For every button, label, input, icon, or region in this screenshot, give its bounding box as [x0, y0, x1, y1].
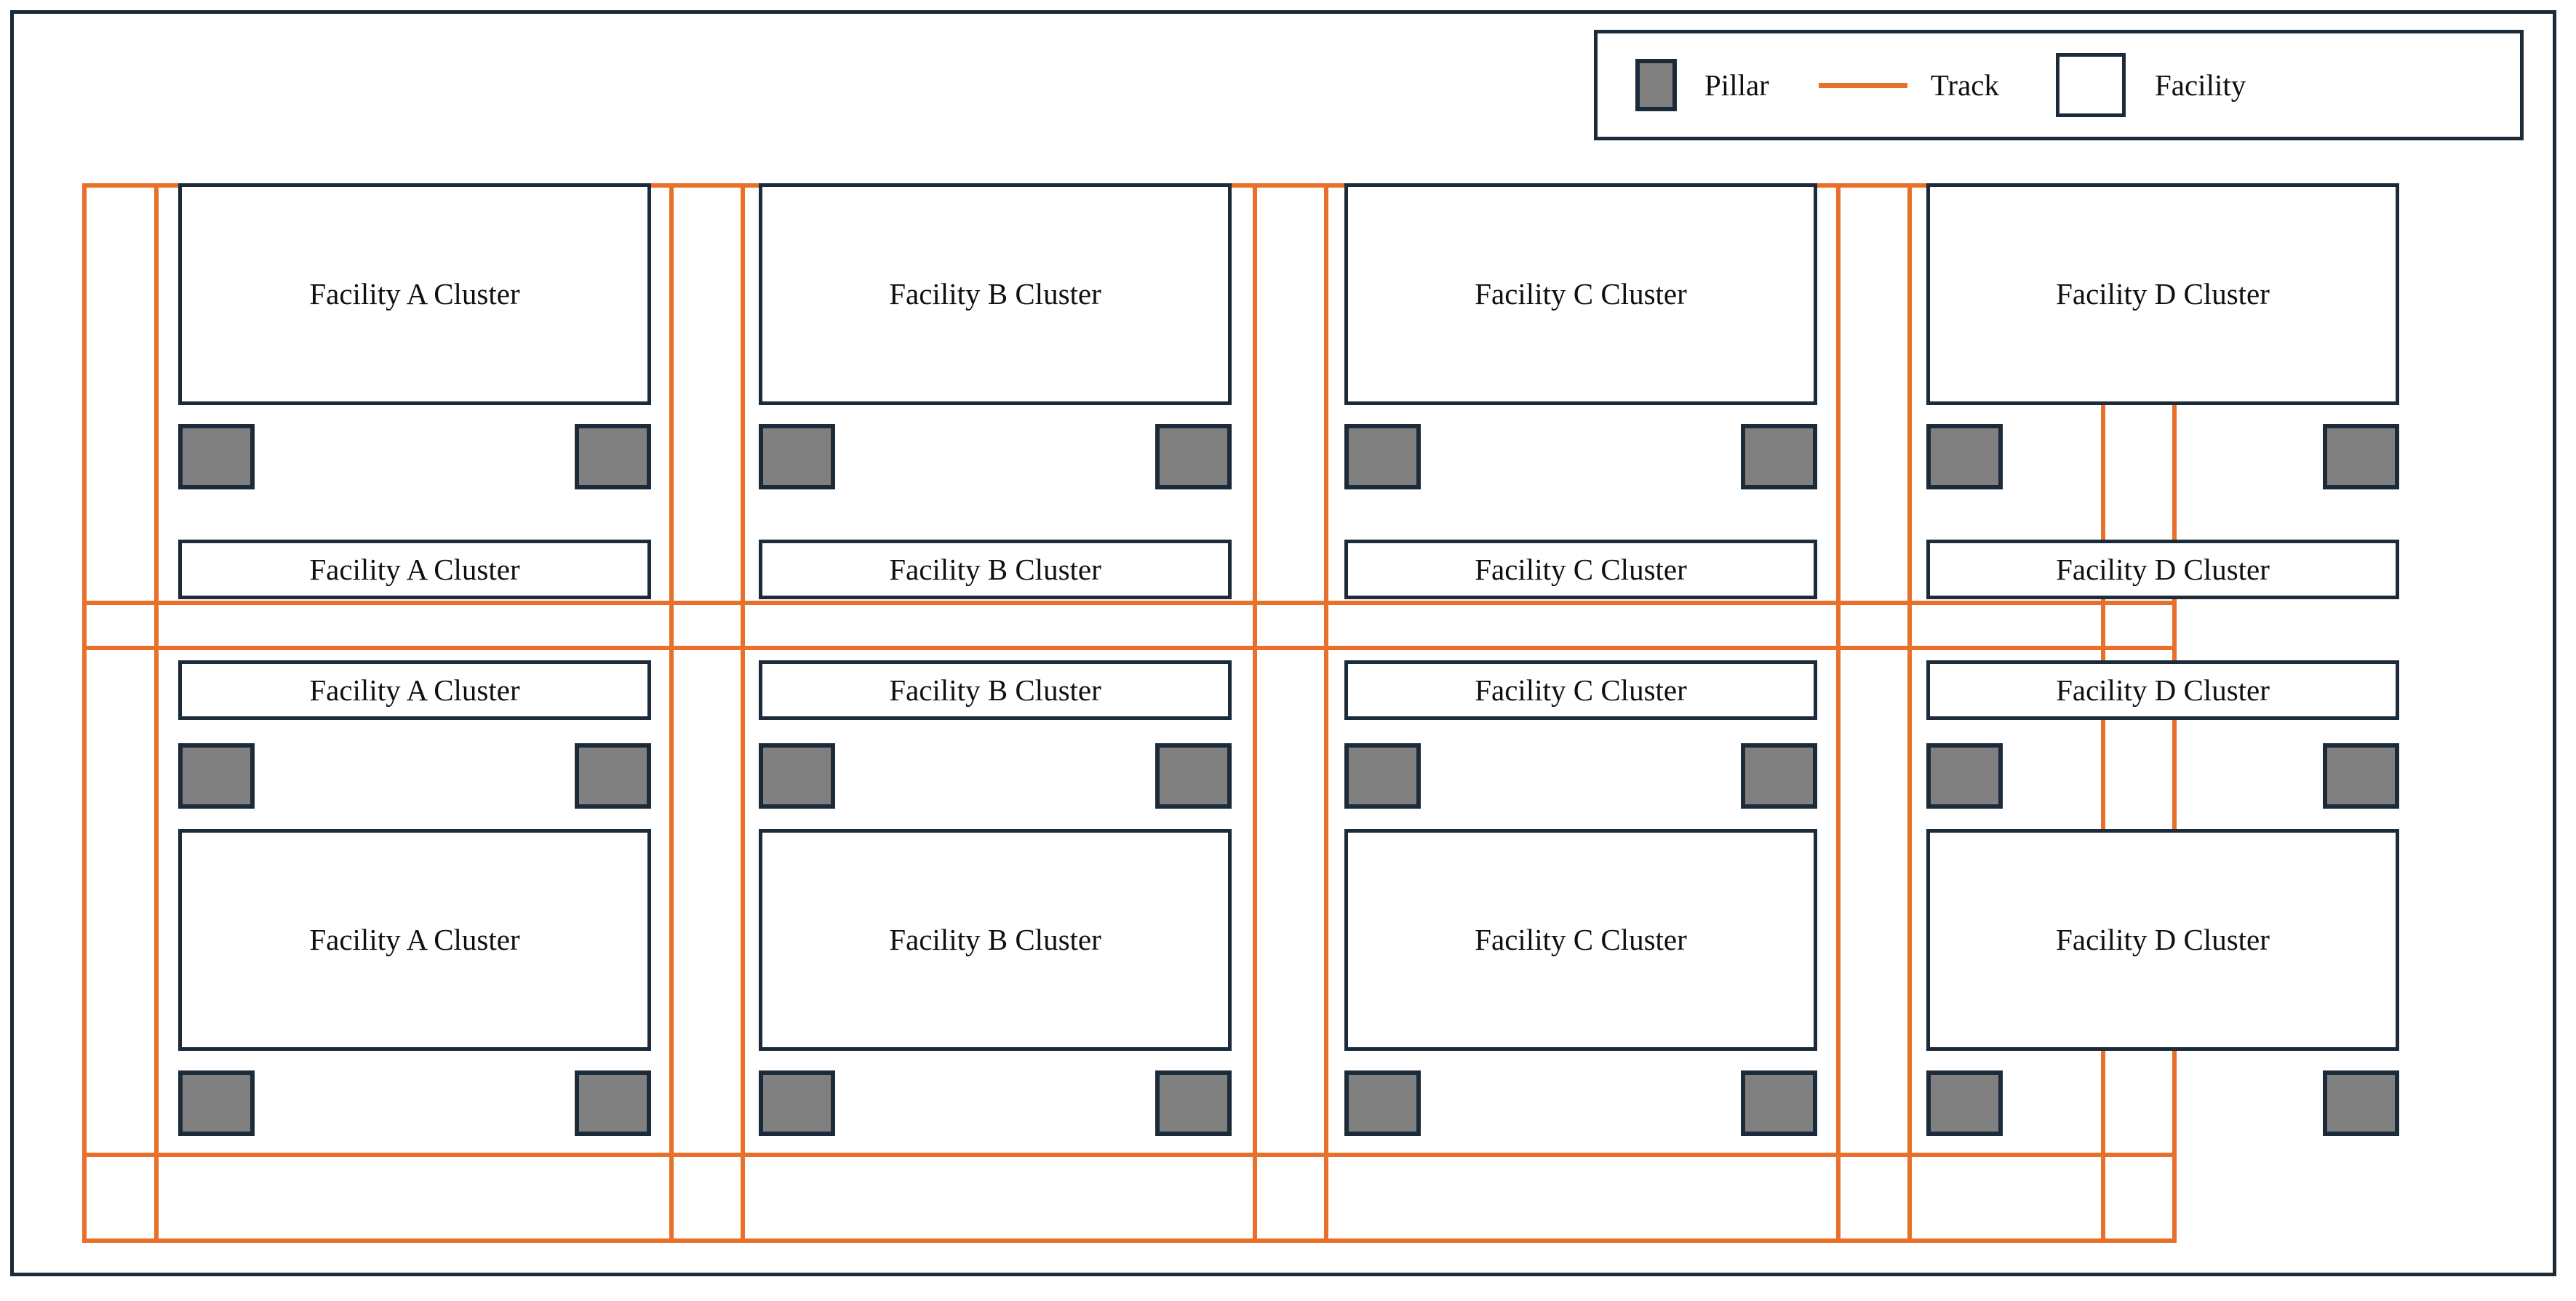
facility-label: Facility D Cluster [2056, 552, 2270, 586]
pillar-swatch-icon [1635, 59, 1677, 111]
facility-block[interactable]: Facility C Cluster [1344, 540, 1817, 599]
legend-entry-pillar: Pillar [1635, 33, 1769, 137]
pillar-marker[interactable] [1926, 424, 2003, 489]
legend-label-facility: Facility [2154, 68, 2246, 102]
facility-block[interactable]: Facility D Cluster [1926, 829, 2399, 1051]
track-line-vertical [1836, 183, 1841, 1241]
facility-label: Facility B Cluster [889, 277, 1101, 311]
facility-block[interactable]: Facility B Cluster [759, 829, 1232, 1051]
track-line-vertical [154, 183, 159, 1241]
pillar-marker[interactable] [759, 743, 835, 809]
facility-label: Facility D Cluster [2056, 673, 2270, 707]
pillar-marker[interactable] [575, 424, 651, 489]
track-line-vertical [82, 183, 87, 1241]
facility-label: Facility D Cluster [2056, 277, 2270, 311]
pillar-marker[interactable] [2323, 1070, 2399, 1136]
pillar-marker[interactable] [575, 743, 651, 809]
pillar-marker[interactable] [1155, 743, 1232, 809]
pillar-marker[interactable] [178, 743, 255, 809]
legend-entry-facility: Facility [2055, 33, 2246, 137]
pillar-marker[interactable] [759, 1070, 835, 1136]
facility-block[interactable]: Facility C Cluster [1344, 829, 1817, 1051]
pillar-marker[interactable] [2323, 424, 2399, 489]
facility-label: Facility B Cluster [889, 923, 1101, 956]
legend-label-pillar: Pillar [1704, 68, 1769, 102]
pillar-marker[interactable] [1741, 424, 1817, 489]
facility-label: Facility D Cluster [2056, 923, 2270, 956]
facility-block[interactable]: Facility D Cluster [1926, 183, 2399, 405]
track-line-vertical [741, 183, 745, 1241]
facility-label: Facility B Cluster [889, 673, 1101, 707]
facility-label: Facility A Cluster [309, 673, 520, 707]
facility-block[interactable]: Facility C Cluster [1344, 183, 1817, 405]
track-line-horizontal [82, 1153, 2177, 1157]
facility-block[interactable]: Facility B Cluster [759, 183, 1232, 405]
pillar-marker[interactable] [1155, 1070, 1232, 1136]
facility-block[interactable]: Facility A Cluster [178, 540, 651, 599]
pillar-marker[interactable] [178, 424, 255, 489]
facility-block[interactable]: Facility A Cluster [178, 660, 651, 720]
track-line-vertical [1253, 183, 1257, 1241]
facility-label: Facility A Cluster [309, 923, 520, 956]
pillar-marker[interactable] [1926, 743, 2003, 809]
facility-label: Facility C Cluster [1475, 923, 1687, 956]
pillar-marker[interactable] [1344, 743, 1421, 809]
facility-block[interactable]: Facility B Cluster [759, 540, 1232, 599]
pillar-marker[interactable] [1741, 743, 1817, 809]
track-line-horizontal [82, 646, 2177, 650]
facility-label: Facility A Cluster [309, 552, 520, 586]
pillar-marker[interactable] [1344, 1070, 1421, 1136]
pillar-marker[interactable] [575, 1070, 651, 1136]
facility-swatch-icon [2055, 53, 2126, 117]
pillar-marker[interactable] [1155, 424, 1232, 489]
facility-block[interactable]: Facility A Cluster [178, 183, 651, 405]
legend-label-track: Track [1930, 68, 1999, 102]
track-line-vertical [1907, 183, 1912, 1241]
track-line-horizontal [82, 601, 2177, 605]
legend: Pillar Track Facility [1594, 30, 2524, 140]
pillar-marker[interactable] [2323, 743, 2399, 809]
track-line-vertical [669, 183, 674, 1241]
facility-label: Facility C Cluster [1475, 277, 1687, 311]
pillar-marker[interactable] [1344, 424, 1421, 489]
pillar-marker[interactable] [1741, 1070, 1817, 1136]
track-line-horizontal [82, 1238, 2177, 1243]
pillar-marker[interactable] [178, 1070, 255, 1136]
legend-entry-track: Track [1818, 33, 1999, 137]
pillar-marker[interactable] [759, 424, 835, 489]
facility-block[interactable]: Facility A Cluster [178, 829, 651, 1051]
facility-block[interactable]: Facility B Cluster [759, 660, 1232, 720]
facility-block[interactable]: Facility D Cluster [1926, 540, 2399, 599]
pillar-marker[interactable] [1926, 1070, 2003, 1136]
facility-block[interactable]: Facility C Cluster [1344, 660, 1817, 720]
facility-label: Facility C Cluster [1475, 673, 1687, 707]
track-line-vertical [1324, 183, 1328, 1241]
facility-label: Facility A Cluster [309, 277, 520, 311]
facility-label: Facility B Cluster [889, 552, 1101, 586]
facility-block[interactable]: Facility D Cluster [1926, 660, 2399, 720]
facility-label: Facility C Cluster [1475, 552, 1687, 586]
track-swatch-icon [1818, 82, 1907, 88]
